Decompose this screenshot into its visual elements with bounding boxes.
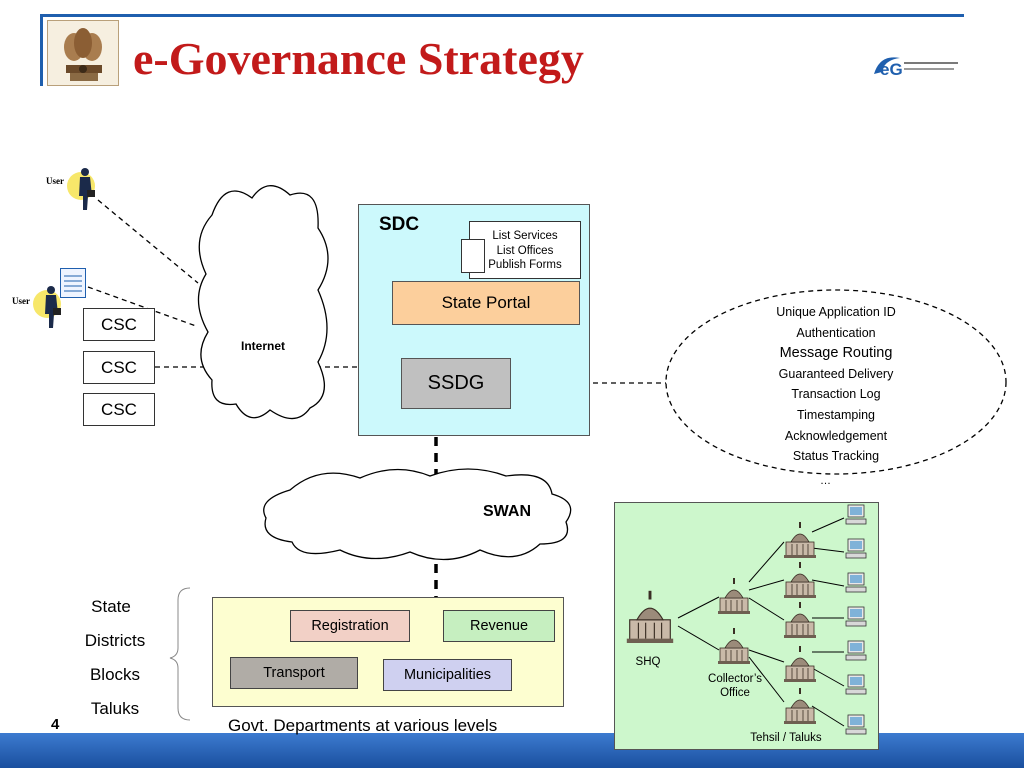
government-building-icon bbox=[717, 577, 751, 615]
businessman-user-icon bbox=[66, 166, 100, 212]
government-building-icon bbox=[626, 590, 674, 644]
service-item: Publish Forms bbox=[488, 259, 562, 271]
swan-cloud bbox=[263, 468, 572, 561]
tehsil-label: Tehsil / Taluks bbox=[750, 732, 822, 744]
service-item: List Services bbox=[492, 230, 558, 242]
level-taluks: Taluks bbox=[90, 699, 140, 718]
service-item: List Offices bbox=[496, 244, 554, 257]
function-item: Message Routing bbox=[779, 345, 893, 362]
sdc-label: SDC bbox=[379, 214, 420, 235]
government-building-icon bbox=[783, 687, 817, 725]
user-label: User bbox=[12, 296, 30, 306]
ssdg-box: SSDG bbox=[401, 358, 511, 409]
more-functions-ellipsis: … bbox=[820, 475, 831, 487]
swan-label: SWAN bbox=[483, 503, 531, 520]
government-building-icon bbox=[783, 561, 817, 599]
collector-office-label: Collector’s Office bbox=[708, 673, 762, 699]
csc-box: CSC bbox=[83, 393, 155, 426]
level-districts: Districts bbox=[84, 631, 146, 650]
transport-box: Transport bbox=[230, 657, 358, 689]
user-internet-link bbox=[87, 286, 197, 327]
page-title: e-Governance Strategy bbox=[133, 33, 584, 84]
government-building-icon bbox=[783, 645, 817, 683]
function-item: Unique Application ID bbox=[776, 305, 896, 319]
ssdg-functions-oval bbox=[665, 289, 1007, 475]
desktop-computer-icon bbox=[845, 606, 867, 627]
government-building-icon bbox=[783, 521, 817, 559]
function-item: Acknowledgement bbox=[784, 428, 888, 443]
header-rule bbox=[40, 14, 964, 17]
function-item: Guaranteed Delivery bbox=[778, 366, 894, 381]
desktop-computer-icon bbox=[845, 504, 867, 525]
internet-label: Internet bbox=[241, 339, 286, 353]
svg-text:eG: eG bbox=[880, 60, 903, 79]
csc-box: CSC bbox=[83, 308, 155, 341]
govt-departments-caption: Govt. Departments at various levels bbox=[228, 716, 498, 735]
function-item: Authentication bbox=[796, 325, 876, 340]
registration-box: Registration bbox=[290, 610, 410, 642]
web-page-icon bbox=[60, 268, 86, 298]
internet-cloud bbox=[197, 185, 329, 420]
function-item: Transaction Log bbox=[791, 387, 881, 402]
egov-logo-icon: eG bbox=[870, 48, 962, 84]
desktop-computer-icon bbox=[845, 640, 867, 661]
desktop-computer-icon bbox=[845, 714, 867, 735]
government-building-icon bbox=[717, 627, 751, 665]
page-number: 4 bbox=[51, 716, 60, 733]
businessman-user-icon bbox=[32, 284, 66, 330]
csc-box: CSC bbox=[83, 351, 155, 384]
header-side-rule bbox=[40, 14, 43, 86]
municipalities-box: Municipalities bbox=[383, 659, 512, 691]
user-label: User bbox=[46, 176, 64, 186]
levels-brace bbox=[169, 587, 191, 721]
user-internet-link bbox=[97, 199, 199, 284]
level-blocks: Blocks bbox=[89, 665, 141, 684]
desktop-computer-icon bbox=[845, 572, 867, 593]
desktop-computer-icon bbox=[845, 538, 867, 559]
level-state: State bbox=[91, 597, 131, 616]
ssdg-functions-list: Unique Application ID Authentication Mes… bbox=[687, 302, 985, 467]
national-emblem-icon bbox=[47, 20, 119, 86]
revenue-box: Revenue bbox=[443, 610, 555, 642]
desktop-computer-icon bbox=[845, 674, 867, 695]
office-hierarchy-graphic bbox=[626, 504, 867, 735]
state-portal-box: State Portal bbox=[392, 281, 580, 325]
shq-label: SHQ bbox=[635, 656, 661, 668]
government-building-icon bbox=[783, 601, 817, 639]
function-item: Timestamping bbox=[796, 407, 876, 422]
services-box: List Services List Offices Publish Forms bbox=[469, 221, 581, 279]
document-icon bbox=[461, 239, 485, 273]
function-item: Status Tracking bbox=[792, 449, 880, 464]
